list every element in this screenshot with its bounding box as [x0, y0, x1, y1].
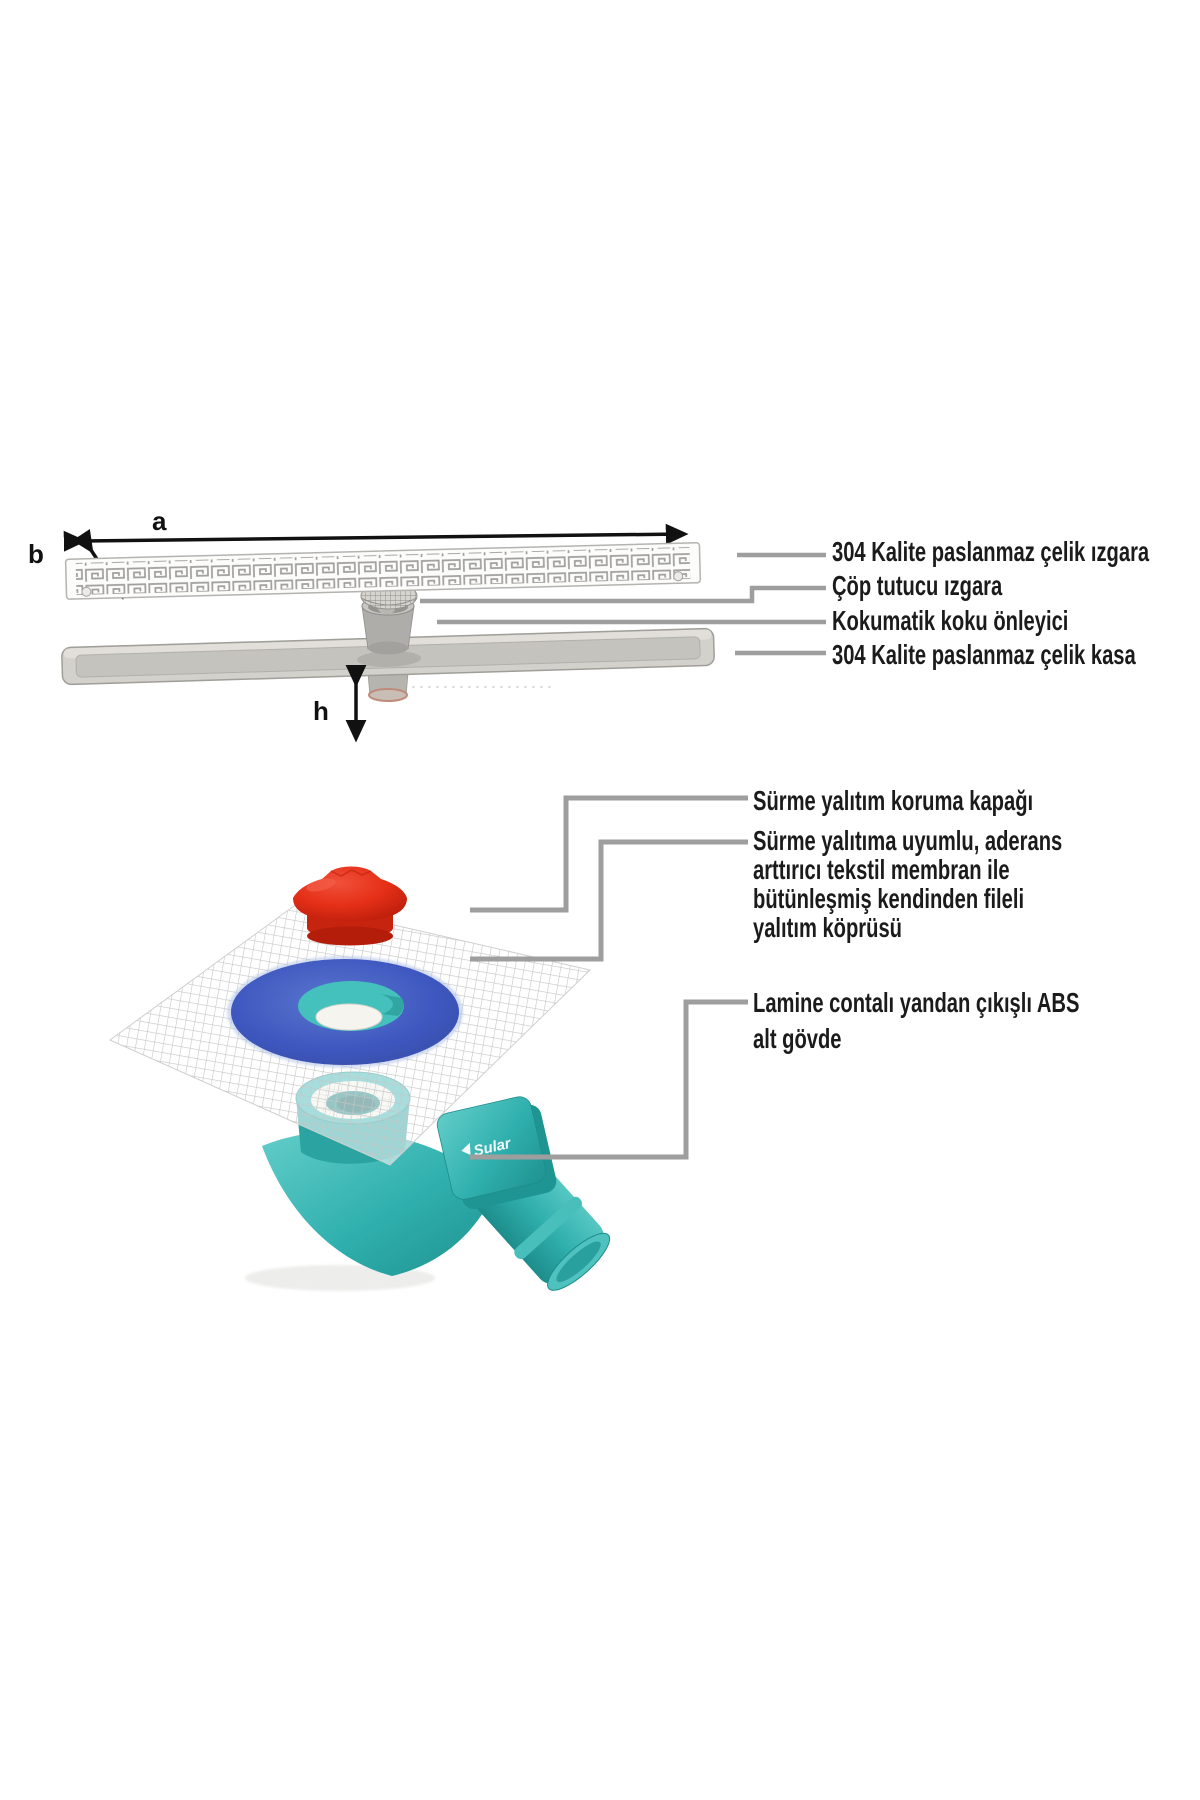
label-membrane-line-1: Sürme yalıtıma uyumlu, aderans: [753, 825, 1063, 856]
a-dimension-arrow: [63, 523, 689, 552]
leader-lines-top: [420, 552, 826, 656]
leader-abs-body: [470, 999, 748, 1160]
grate-graphic: [64, 542, 702, 600]
membrane-ring-graphic: [227, 956, 463, 1068]
label-debris-strainer: Çöp tutucu ızgara: [832, 570, 1003, 601]
label-membrane-line-4: yalıtım köprüsü: [753, 912, 902, 943]
dim-h-label: h: [313, 696, 329, 726]
label-channel-body: 304 Kalite paslanmaz çelik kasa: [832, 639, 1136, 670]
leader-strainer: [420, 585, 826, 604]
label-membrane-line-2: arttırıcı tekstil membran ile: [753, 854, 1010, 885]
label-abs-body-line-2: alt gövde: [753, 1023, 842, 1054]
label-membrane: Sürme yalıtıma uyumlu, aderans arttırıcı…: [753, 826, 1062, 942]
leader-lines-bottom: [470, 795, 748, 1160]
protection-cap-graphic: [293, 866, 407, 946]
label-protection-cap: Sürme yalıtım koruma kapağı: [753, 785, 1034, 816]
dim-a-label: a: [152, 506, 167, 536]
label-odor-trap: Kokumatik koku önleyici: [832, 605, 1069, 636]
label-abs-body-line-1: Lamine contalı yandan çıkışlı ABS: [753, 987, 1080, 1018]
label-grate: 304 Kalite paslanmaz çelik ızgara: [832, 536, 1150, 567]
label-abs-body: Lamine contalı yandan çıkışlı ABS alt gö…: [753, 985, 1079, 1057]
leader-membrane: [470, 839, 748, 962]
leader-cap: [470, 795, 748, 913]
dim-b-label: b: [28, 539, 44, 569]
label-membrane-line-3: bütünleşmiş kendinden fileli: [753, 883, 1025, 914]
